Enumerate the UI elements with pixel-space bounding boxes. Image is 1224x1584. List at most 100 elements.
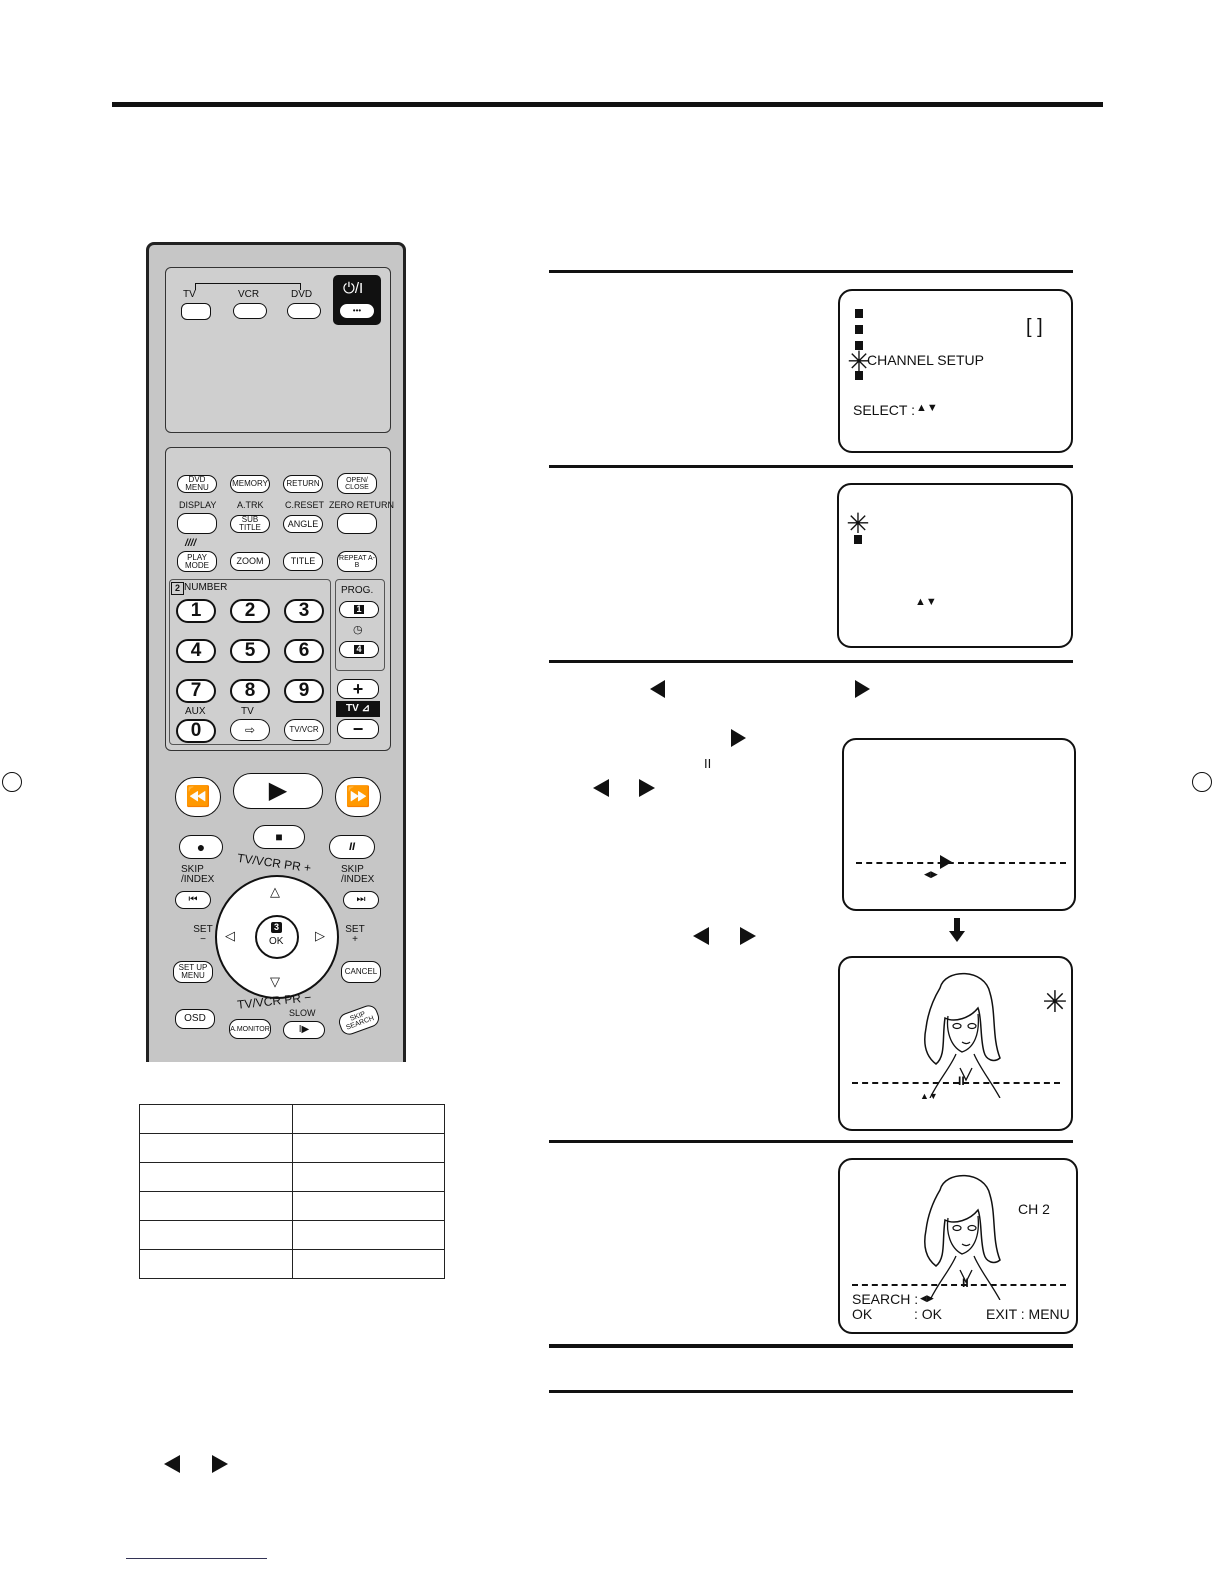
zoom-button[interactable]: ZOOM bbox=[230, 552, 270, 571]
tv-mode-label: TV bbox=[183, 289, 196, 300]
remote-control: TV VCR DVD ⏻/I ••• DVD MENU MEMORY RETUR… bbox=[146, 242, 406, 1062]
empty-table bbox=[139, 1104, 445, 1279]
down-arrow-icon[interactable]: ▽ bbox=[270, 974, 280, 989]
top-rule bbox=[112, 102, 1103, 107]
right-arrow-icon bbox=[212, 1455, 228, 1473]
digit-6-button[interactable]: 6 bbox=[284, 639, 324, 663]
fast-forward-button[interactable]: ⏩ bbox=[335, 777, 381, 817]
play-button[interactable]: ▶ bbox=[233, 773, 323, 809]
ok-button[interactable] bbox=[255, 915, 299, 959]
osd-button[interactable]: OSD bbox=[175, 1009, 215, 1029]
table-cell bbox=[139, 1249, 293, 1279]
right-arrow-icon bbox=[855, 680, 870, 698]
digit-2-button[interactable]: 2 bbox=[230, 599, 270, 623]
prog-block bbox=[335, 579, 385, 671]
table-cell bbox=[291, 1220, 445, 1250]
table-cell bbox=[291, 1133, 445, 1163]
left-right-arrows-icon: ◀▶ bbox=[920, 1293, 934, 1303]
rewind-button[interactable]: ⏪ bbox=[175, 777, 221, 817]
cursor-flash-icon: ✳ bbox=[846, 508, 870, 539]
digit-0-button[interactable]: 0 bbox=[176, 719, 216, 743]
a-monitor-button[interactable]: A.MONITOR bbox=[229, 1019, 271, 1039]
number-step-badge: 2 bbox=[171, 582, 184, 595]
volume-plus-button[interactable]: + bbox=[337, 679, 379, 699]
digit-1-button[interactable]: 1 bbox=[176, 599, 216, 623]
down-arrow-icon bbox=[954, 918, 960, 932]
menu-bullet bbox=[855, 341, 863, 350]
prog-label: PROG. bbox=[341, 585, 374, 596]
step-rule bbox=[549, 1390, 1073, 1393]
right-arrow-icon[interactable]: ▷ bbox=[315, 928, 325, 943]
ok-hint-key: OK bbox=[852, 1306, 873, 1322]
digit-8-button[interactable]: 8 bbox=[230, 679, 270, 703]
tv-vcr-button[interactable]: TV/VCR bbox=[284, 719, 324, 741]
digit-5-button[interactable]: 5 bbox=[230, 639, 270, 663]
skip-search-button[interactable]: SKIP SEARCH bbox=[336, 1002, 382, 1038]
table-cell bbox=[139, 1104, 293, 1134]
menu-bullet bbox=[855, 325, 863, 334]
prog-1-button[interactable]: 1 bbox=[339, 601, 379, 618]
display-button[interactable] bbox=[177, 513, 217, 534]
tv-mode-switch[interactable] bbox=[181, 303, 211, 320]
zero-return-button[interactable] bbox=[337, 513, 377, 534]
exit-hint: EXIT : MENU bbox=[986, 1306, 1070, 1322]
cursor-flash-icon: ✳ bbox=[847, 346, 871, 377]
vcr-mode-button[interactable] bbox=[233, 303, 267, 319]
ok-step-badge: 3 bbox=[271, 922, 282, 933]
left-arrow-icon bbox=[650, 680, 665, 698]
skip-forward-button[interactable]: ⏭ bbox=[343, 891, 379, 909]
select-hint: SELECT : bbox=[853, 402, 915, 418]
footer-link-line bbox=[126, 1558, 267, 1559]
registration-mark-icon bbox=[1192, 772, 1212, 792]
digit-7-button[interactable]: 7 bbox=[176, 679, 216, 703]
skip-back-button[interactable]: ⏮ bbox=[175, 891, 211, 909]
table-cell bbox=[291, 1249, 445, 1279]
digit-4-button[interactable]: 4 bbox=[176, 639, 216, 663]
return-button[interactable]: RETURN bbox=[283, 475, 323, 493]
up-down-arrows-icon: ▲▼ bbox=[916, 402, 938, 414]
clock-icon: ◷ bbox=[353, 624, 363, 636]
flash-indicator-icon: ✳ bbox=[1042, 986, 1068, 1019]
volume-minus-button[interactable]: − bbox=[337, 719, 379, 739]
record-button[interactable]: ● bbox=[179, 835, 223, 859]
input-button[interactable]: ⇨ bbox=[230, 719, 270, 741]
repeat-ab-button[interactable]: REPEAT A-B bbox=[337, 551, 377, 572]
display-label: DISPLAY bbox=[179, 500, 217, 510]
down-arrow-head-icon bbox=[949, 931, 965, 942]
menu-bullet bbox=[854, 535, 862, 544]
memory-button[interactable]: MEMORY bbox=[230, 475, 270, 493]
subtitle-button[interactable]: SUB TITLE bbox=[230, 515, 270, 533]
set-minus-label: SET − bbox=[193, 924, 213, 945]
open-close-button[interactable]: OPEN/ CLOSE bbox=[337, 473, 377, 494]
left-arrow-icon[interactable]: ◁ bbox=[225, 928, 235, 943]
slow-button[interactable]: I▶ bbox=[283, 1021, 325, 1039]
prog-1-key: 1 bbox=[354, 604, 364, 614]
tv-small-label: TV bbox=[241, 706, 254, 717]
zero-return-label: ZERO RETURN bbox=[329, 500, 394, 510]
step-marks-icon: //// bbox=[185, 538, 197, 549]
channel-setup-item: CHANNEL SETUP bbox=[867, 352, 984, 368]
right-arrow-icon bbox=[731, 729, 746, 747]
play-mode-button[interactable]: PLAY MODE bbox=[177, 551, 217, 572]
up-arrow-icon[interactable]: △ bbox=[270, 884, 280, 899]
slow-label: SLOW bbox=[289, 1008, 316, 1018]
search-hint: SEARCH : bbox=[852, 1291, 919, 1307]
dvd-mode-button[interactable] bbox=[287, 303, 321, 319]
setup-menu-button[interactable]: SET UP MENU bbox=[173, 961, 213, 983]
angle-button[interactable]: ANGLE bbox=[283, 515, 323, 533]
tv-volume-label: TV ⊿ bbox=[336, 701, 380, 717]
dvd-menu-button[interactable]: DVD MENU bbox=[177, 475, 217, 493]
right-arrow-icon bbox=[740, 927, 756, 945]
digit-9-button[interactable]: 9 bbox=[284, 679, 324, 703]
cancel-button[interactable]: CANCEL bbox=[341, 961, 381, 983]
prog-4-key: 4 bbox=[354, 644, 364, 654]
tracking-bar bbox=[856, 862, 1066, 864]
power-button[interactable]: ••• bbox=[339, 303, 375, 319]
prog-4-button[interactable]: 4 bbox=[339, 641, 379, 658]
stop-button[interactable]: ■ bbox=[253, 825, 305, 849]
title-button[interactable]: TITLE bbox=[283, 552, 323, 571]
table-cell bbox=[291, 1191, 445, 1221]
set-plus-label: SET + bbox=[345, 924, 365, 945]
digit-3-button[interactable]: 3 bbox=[284, 599, 324, 623]
pause-button[interactable]: II bbox=[329, 835, 375, 859]
